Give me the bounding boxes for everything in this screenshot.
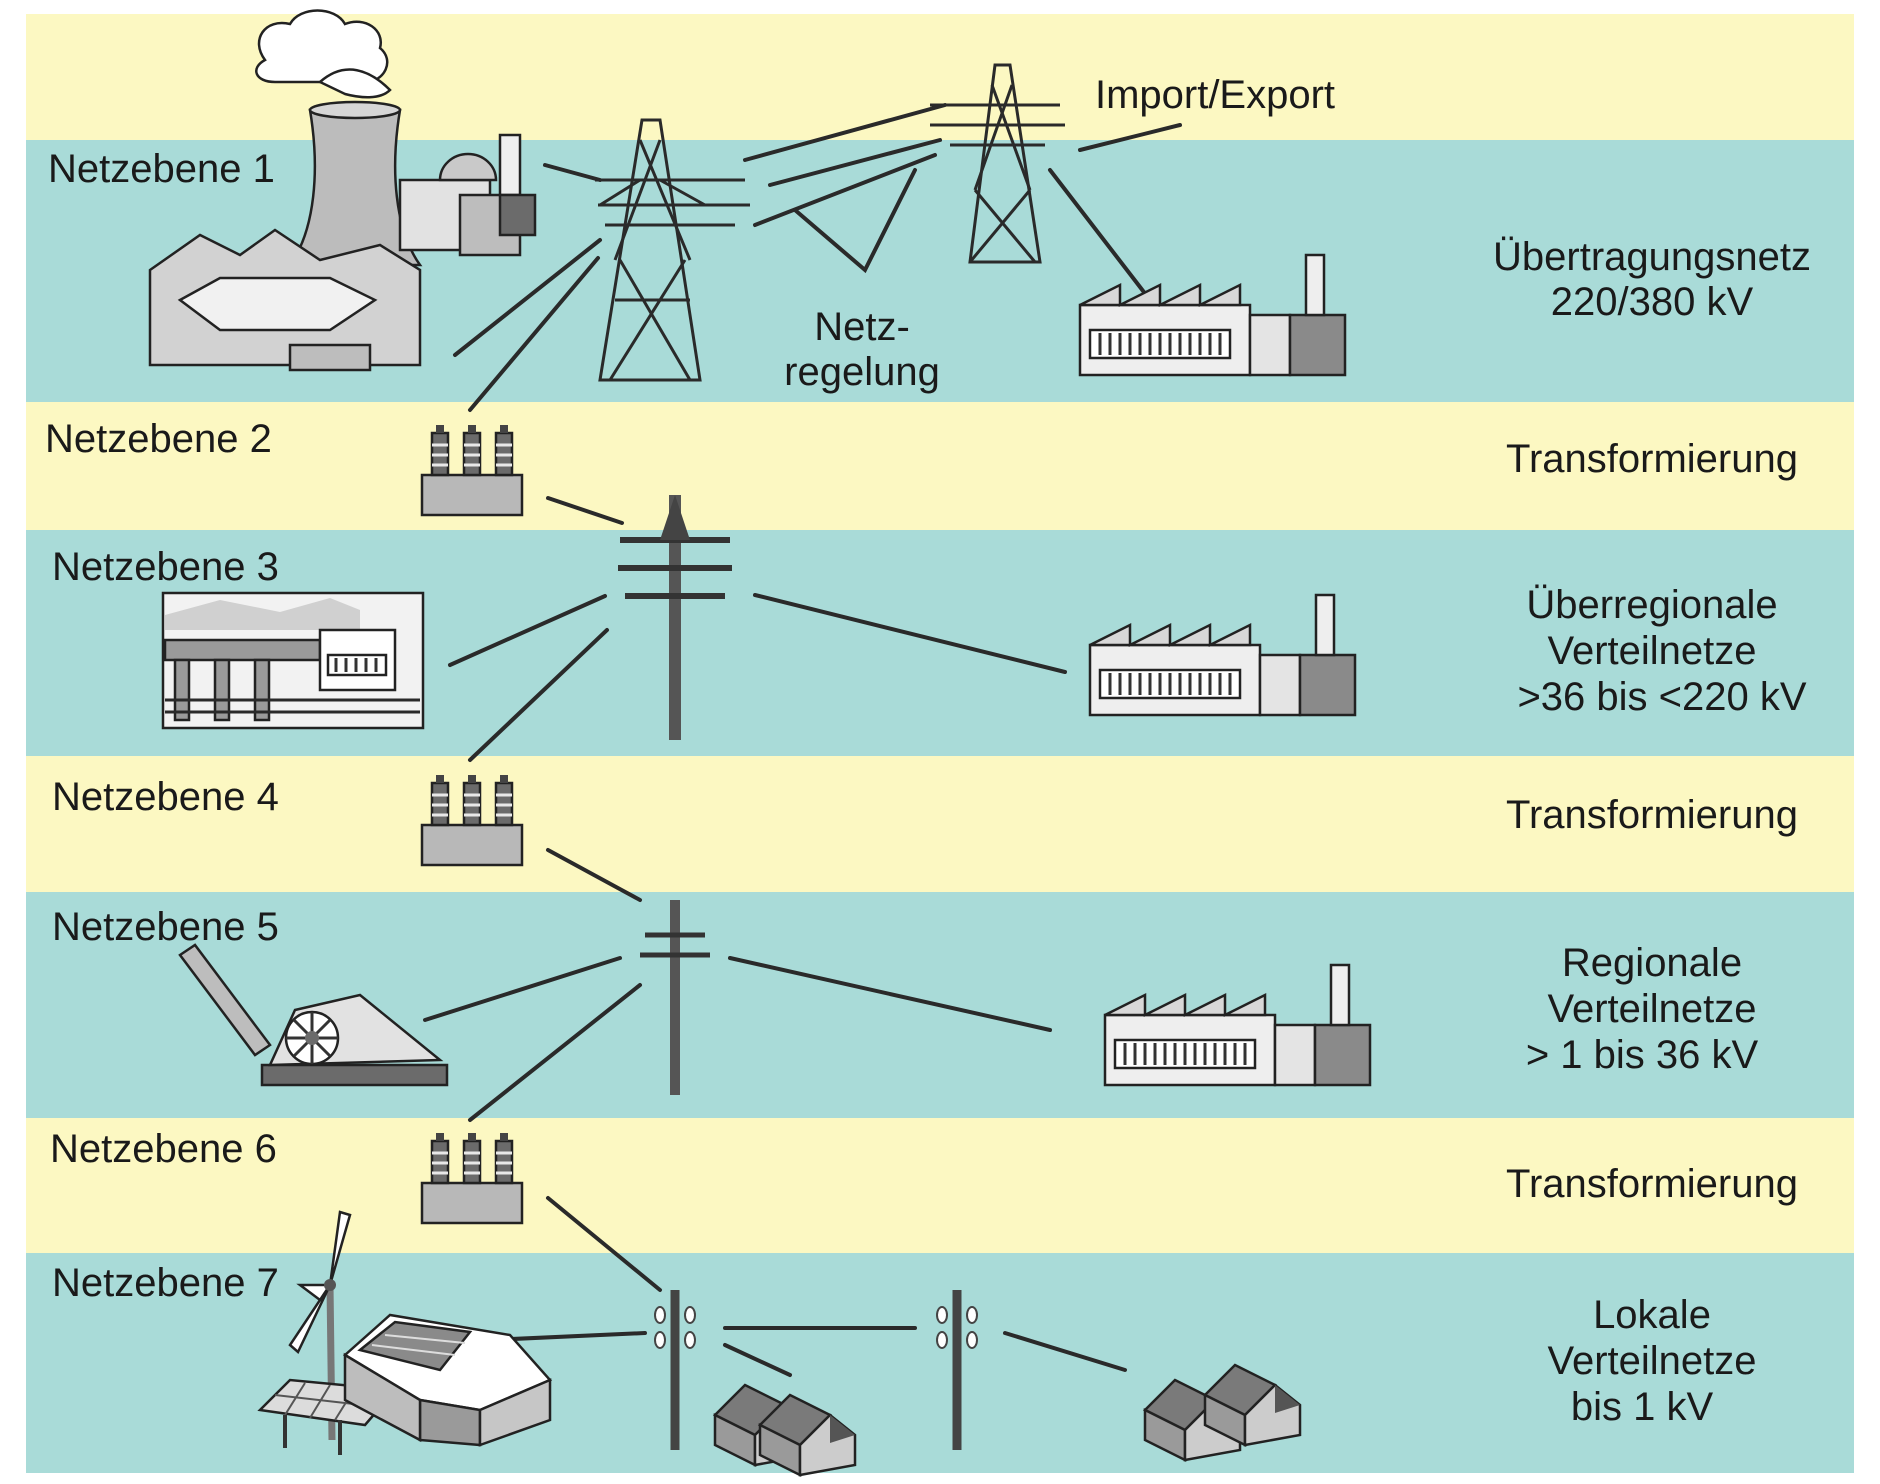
svg-text:regelung: regelung	[784, 350, 940, 394]
level-3-description: Überregionale Verteilnetze >36 bis <220 …	[1517, 583, 1806, 719]
level-1-label: Netzebene 1	[48, 147, 275, 191]
svg-text:220/380 kV: 220/380 kV	[1551, 280, 1754, 324]
nuclear-plant-icon	[148, 9, 537, 372]
transformer-icon	[420, 423, 524, 517]
level-3-label: Netzebene 3	[52, 545, 279, 589]
house-icon	[342, 1313, 553, 1447]
svg-text:bis 1 kV: bis 1 kV	[1571, 1385, 1714, 1429]
svg-text:Übertragungsnetz: Übertragungsnetz	[1493, 235, 1811, 279]
import-export-label: Import/Export	[1095, 73, 1335, 117]
level-5-label: Netzebene 5	[52, 905, 279, 949]
svg-text:Verteilnetze: Verteilnetze	[1547, 629, 1756, 673]
level-2-description: Transformierung	[1506, 437, 1798, 481]
level-6-description: Transformierung	[1506, 1162, 1798, 1206]
netzregelung-label: Netz- regelung	[784, 305, 940, 394]
transmission-tower-icon	[595, 118, 750, 382]
svg-text:Verteilnetze: Verteilnetze	[1547, 1339, 1756, 1383]
level-5-description: Regionale Verteilnetze > 1 bis 36 kV	[1526, 941, 1759, 1077]
level-7-description: Lokale Verteilnetze bis 1 kV	[1547, 1293, 1756, 1429]
svg-text:Regionale: Regionale	[1562, 941, 1742, 985]
svg-text:> 1 bis 36 kV: > 1 bis 36 kV	[1526, 1033, 1759, 1077]
power-pylon-icon	[618, 495, 732, 740]
level-4-label: Netzebene 4	[52, 775, 279, 819]
band-level-2	[26, 402, 1854, 530]
power-pole-icon	[640, 900, 710, 1095]
hydro-power-plant-icon	[161, 591, 425, 730]
level-2-label: Netzebene 2	[45, 417, 272, 461]
svg-text:Verteilnetze: Verteilnetze	[1547, 987, 1756, 1031]
band-level-6	[26, 1118, 1854, 1253]
svg-text:>36 bis <220 kV: >36 bis <220 kV	[1517, 675, 1806, 719]
utility-pole-icon	[654, 1290, 696, 1450]
transformer-icon	[420, 773, 524, 867]
water-turbine-icon	[178, 943, 449, 1087]
level-6-label: Netzebene 6	[50, 1127, 277, 1171]
svg-text:Netz-: Netz-	[814, 305, 910, 349]
power-lines	[423, 103, 1182, 1377]
transformer-icon	[420, 1131, 524, 1225]
transmission-tower-small-icon	[930, 63, 1065, 264]
level-4-description: Transformierung	[1506, 793, 1798, 837]
svg-text:Überregionale: Überregionale	[1526, 583, 1777, 627]
band-level-4	[26, 756, 1854, 892]
utility-pole-icon	[936, 1290, 978, 1450]
level-1-description: Übertragungsnetz 220/380 kV	[1493, 235, 1811, 324]
level-7-label: Netzebene 7	[52, 1261, 279, 1305]
svg-text:Lokale: Lokale	[1593, 1293, 1711, 1337]
